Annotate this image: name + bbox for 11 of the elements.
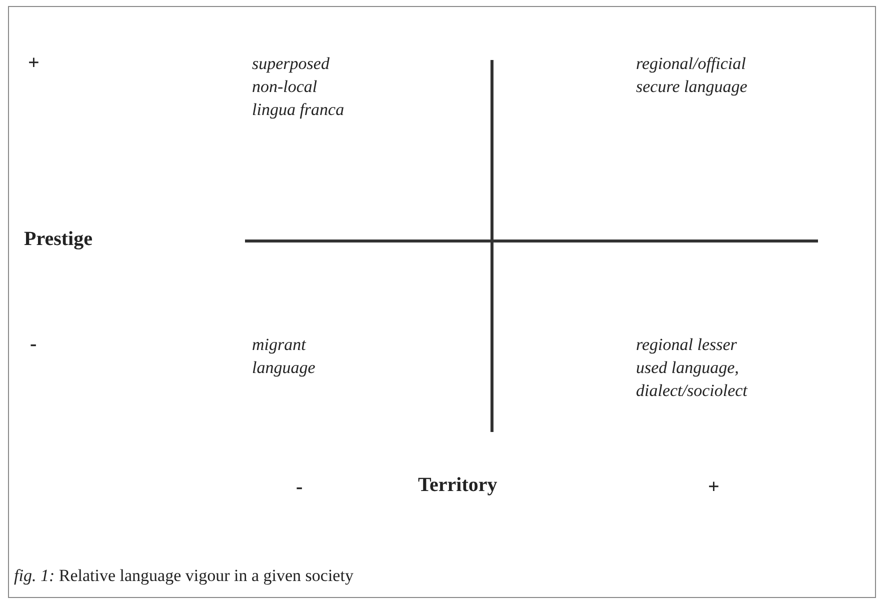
quadrant-label: migrant language xyxy=(252,334,316,379)
sign-label: + xyxy=(708,476,720,499)
sign-label: - xyxy=(30,333,37,356)
sign-label: - xyxy=(296,476,303,499)
quadrant-label: regional lesser used language, dialect/sociolect xyxy=(636,334,749,402)
quadrant-label: superposed non-local lingua franca xyxy=(252,53,346,121)
axis-label: Prestige xyxy=(24,228,92,251)
axis-label: Territory xyxy=(418,474,498,497)
sign-label: + xyxy=(28,52,40,75)
quadrant-label: regional/official secure language xyxy=(636,53,748,98)
caption: fig. 1: Relative language vigour in a given society xyxy=(14,565,354,587)
